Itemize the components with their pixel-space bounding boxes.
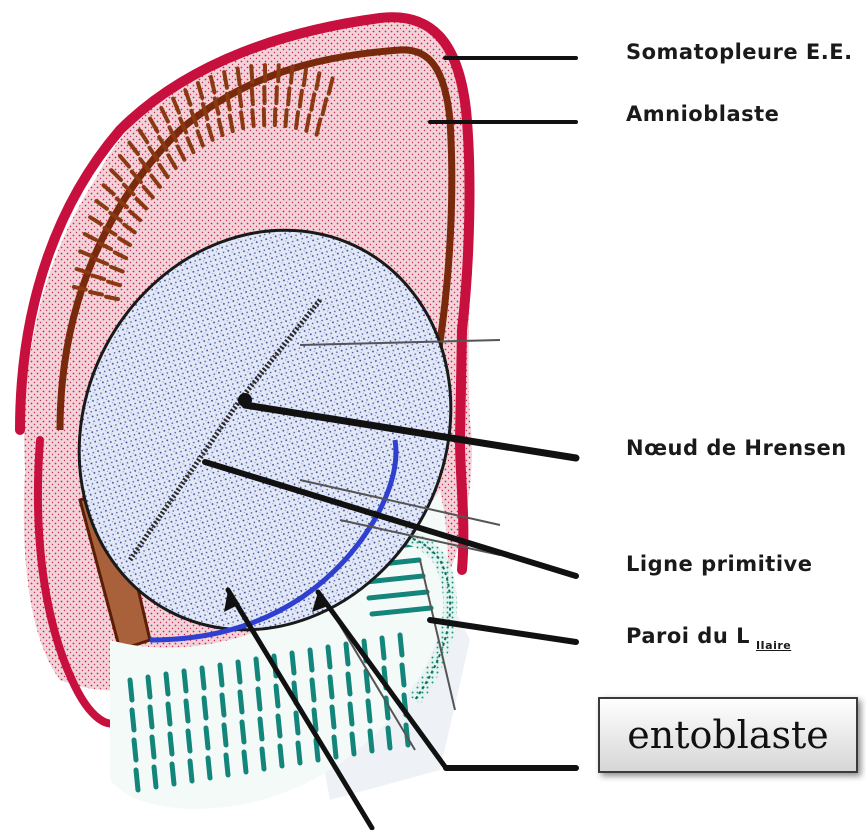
yolk-stripe [332,707,334,727]
yolk-stripe [130,680,132,700]
yolk-stripe [240,692,242,712]
label-paroi-sub: IIaire [756,639,791,652]
yolk-stripe [170,734,172,754]
yolk-stripe [346,644,348,664]
yolk-stripe [258,689,260,709]
yolk-stripe [278,716,280,736]
yolk-stripe [292,653,294,673]
yolk-stripe [242,722,244,742]
yolk-stripe [366,671,368,691]
label-entoblaste: entoblaste [627,713,829,757]
yolk-stripe [382,638,384,658]
amnion-stripe [239,90,241,106]
yolk-stripe [152,737,154,757]
yolk-stripe [190,761,192,781]
yolk-stripe [350,704,352,724]
yolk-stripe [204,698,206,718]
label-somatopleure: Somatopleure E.E. [626,40,853,64]
yolk-stripe [330,677,332,697]
yolk-stripe [348,674,350,694]
yolk-stripe [224,725,226,745]
yolk-stripe [184,671,186,691]
label-primitive-line: Ligne primitive [626,552,812,576]
label-hensen-node: Nœud de Hrensen [626,436,847,460]
yolk-stripe [262,749,264,769]
amnion-stripe [285,110,286,126]
label-amnioblaste: Amnioblaste [626,102,779,126]
amnion-stripe [304,69,306,85]
yolk-stripe [296,713,298,733]
amnion-stripe [252,88,253,104]
label-paroi-text: Paroi du L [626,624,750,648]
yolk-stripe [154,767,156,787]
yolk-stripe [238,662,240,682]
yolk-stripe [370,731,372,751]
label-paroi: Paroi du L IIaire [626,624,791,652]
amnion-stripe [251,66,252,82]
yolk-stripe [388,728,390,748]
yolk-stripe [206,728,208,748]
yolk-stripe [402,665,404,685]
yolk-stripe [166,674,168,694]
amnion-stripe [300,91,302,107]
yolk-stripe [220,665,222,685]
yolk-stripe [136,770,138,790]
yolk-stripe [226,755,228,775]
yolk-stripe [168,704,170,724]
yolk-stripe [368,701,370,721]
yolk-stripe [256,659,258,679]
amnion-stripe [291,67,292,83]
yolk-stripe [132,710,134,730]
yolk-stripe [202,668,204,688]
yolk-stripe [352,734,354,754]
yolk-stripe [312,680,314,700]
amnion-stripe [238,69,240,85]
yolk-stripe [208,758,210,778]
yolk-stripe [276,686,278,706]
yolk-stripe [186,701,188,721]
amnion-stripe [241,112,243,128]
yolk-stripe [334,737,336,757]
yolk-stripe [260,719,262,739]
amnion-stripe [90,292,102,295]
yolk-stripe [314,710,316,730]
amnion-stripe [227,94,230,110]
yolk-stripe [298,743,300,763]
amnion-stripe [74,287,86,290]
amnion-stripe [288,88,289,104]
yolk-stripe [328,647,330,667]
yolk-stripe [400,635,402,655]
yolk-stripe [310,650,312,670]
amnion-stripe [106,297,118,299]
yolk-stripe [172,764,174,784]
yolk-stripe [244,752,246,772]
yolk-stripe [188,731,190,751]
entoblaste-label-box: entoblaste [598,697,858,773]
amnion-stripe [296,112,298,128]
amnion-stripe [252,110,253,126]
yolk-stripe [150,707,152,727]
yolk-stripe [222,695,224,715]
amnion-stripe [224,72,227,88]
yolk-stripe [148,677,150,697]
amnion-stripe [278,65,279,81]
yolk-stripe [280,746,282,766]
yolk-stripe [134,740,136,760]
amnion-stripe [306,115,309,131]
